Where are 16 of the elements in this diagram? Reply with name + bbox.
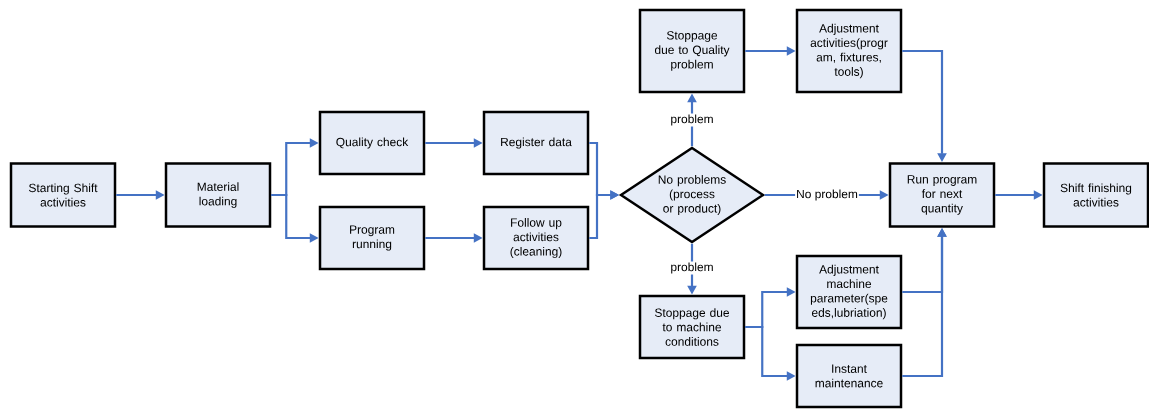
edge-label: problem (669, 113, 715, 127)
process-box: Starting Shift activities (9, 162, 117, 228)
process-box: Follow up activities (cleaning) (482, 205, 590, 271)
edge-label: No problem (795, 188, 859, 202)
edge-label: problem (669, 261, 715, 275)
process-box: Adjustment activities(progr am, fixtures, tools) (795, 8, 903, 94)
process-box: Quality check (318, 110, 426, 176)
process-box: Program running (318, 205, 426, 271)
process-box: Shift finishing activities (1042, 162, 1149, 228)
process-box: Run program for next quantity (888, 162, 996, 228)
process-box: Stoppage due to machine conditions (638, 294, 746, 360)
process-box: Material loading (164, 162, 272, 228)
process-box: Adjustment machine parameter(spe eds,lubriation) (795, 254, 903, 330)
process-box: Register data (482, 110, 590, 176)
process-box: Stoppage due to Quality problem (638, 8, 746, 94)
process-box: Instant maintenance (795, 343, 903, 409)
